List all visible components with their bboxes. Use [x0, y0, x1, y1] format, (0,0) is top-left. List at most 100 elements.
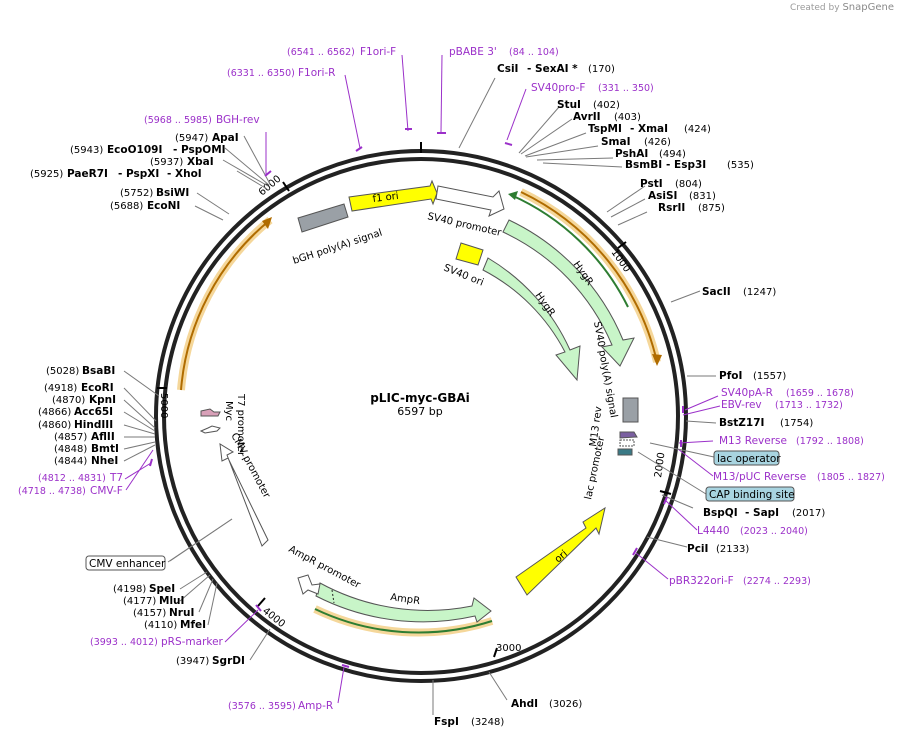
primer-sv40pro-f: SV40pro-F: [531, 82, 585, 94]
site-econi: EcoNI: [147, 200, 180, 212]
cmv-enhancer-label: CMV enhancer: [89, 558, 166, 570]
boxed-leader-lines: [167, 442, 715, 563]
cmv-arrowhead: [262, 217, 272, 229]
site-mlui: MluI: [159, 595, 184, 607]
t7-promoter-feature[interactable]: [199, 425, 221, 434]
site-pspxi: - PspXI: [118, 168, 159, 180]
site-ahdi-pos: (3026): [549, 699, 582, 710]
site-pspxi-name: PspXI: [126, 168, 159, 180]
cap-site-feature[interactable]: [617, 448, 633, 456]
hygr-feature-inner[interactable]: [482, 257, 581, 382]
site-pfoi: PfoI: [719, 370, 742, 382]
site-bspqi: BspQI: [703, 507, 738, 519]
primer-marks: [149, 128, 684, 668]
bgh-polya-feature[interactable]: [297, 203, 349, 233]
primer-f1ori-r-range: (6331 .. 6350): [227, 68, 295, 79]
site-ecori-pos: (4918): [44, 383, 77, 394]
primer-bgh-rev: BGH-rev: [216, 114, 260, 126]
sv40-ori-feature[interactable]: [455, 242, 484, 266]
lac-operator-feature[interactable]: [619, 439, 635, 447]
ampr-promoter-label: AmpR promoter: [287, 544, 363, 591]
primer-amp-r: Amp-R: [298, 700, 333, 712]
site-apai: ApaI: [212, 132, 239, 144]
ampr-promoter-feature[interactable]: [297, 574, 321, 595]
bgh-polya-label: bGH poly(A) signal: [292, 228, 384, 267]
site-avrii-pos: (403): [614, 112, 641, 123]
primer-leader-lines: [124, 54, 721, 704]
ori-feature[interactable]: [515, 506, 606, 596]
site-bstz17i-pos: (1754): [780, 418, 813, 429]
site-sgrdi: SgrDI: [212, 655, 245, 667]
site-hindiii-pos: (4860): [38, 420, 71, 431]
site-sacii: SacII: [702, 286, 731, 298]
primer-f1ori-f: F1ori-F: [360, 46, 396, 58]
tick-label-5000: 5000: [158, 393, 169, 418]
cap-binding-box: [705, 486, 795, 502]
primer-prs-marker-range: (3993 .. 4012): [90, 637, 158, 648]
site-nrui: NruI: [169, 607, 194, 619]
site-pcii: PciI: [687, 543, 708, 555]
site-sacii-pos: (1247): [743, 287, 776, 298]
cmv-promoter-feature[interactable]: [219, 443, 269, 547]
plasmid-size: 6597 bp: [397, 405, 443, 418]
primer-ebv-rev: EBV-rev: [721, 399, 762, 411]
site-pfoi-pos: (1557): [753, 371, 786, 382]
f1-ori-feature[interactable]: [348, 179, 438, 212]
branding: Created by SnapGene: [790, 2, 894, 13]
snapgene-logo: SnapGene: [842, 2, 894, 13]
primer-amp-r-range: (3576 .. 3595): [228, 701, 296, 712]
site-asisi-pos: (831): [689, 191, 716, 202]
site-apai-pos: (5947): [175, 133, 208, 144]
hygr-orange-arrow: [520, 191, 658, 363]
lac-promoter-label: lac promoter: [583, 435, 607, 501]
site-stui: StuI: [557, 99, 581, 111]
primer-sv40pro-f-range: (331 .. 350): [598, 83, 654, 94]
green-arrowhead: [508, 191, 518, 200]
primer-labels: pBABE 3' (84 .. 104) SV40pro-F (331 .. 3…: [18, 46, 885, 712]
sv40-polya-feature[interactable]: [622, 397, 639, 423]
primer-m13-reverse-range: (1792 .. 1808): [796, 436, 864, 447]
site-bspqi-pos: (2017): [792, 508, 825, 519]
site-esp3i: - Esp3I: [666, 159, 706, 171]
cmv-arrow-halo: [177, 216, 273, 391]
primer-t7-range: (4812 .. 4831): [38, 473, 106, 484]
site-sexai: - SexAI *: [527, 63, 578, 75]
myc-label: Myc: [223, 401, 234, 421]
site-mfei: MfeI: [180, 619, 206, 631]
m13-rev-feature[interactable]: [619, 431, 638, 439]
plasmid-name: pLIC-myc-GBAi: [370, 391, 470, 405]
site-xbai: XbaI: [187, 156, 214, 168]
site-rsrii-pos: (875): [698, 203, 725, 214]
site-sapi-name: SapI: [753, 507, 779, 519]
myc-tag-feature[interactable]: [200, 408, 221, 417]
primer-ebv-rev-range: (1713 .. 1732): [775, 400, 843, 411]
site-kpni-pos: (4870): [52, 395, 85, 406]
ampr-feature[interactable]: [315, 582, 492, 623]
site-sexai-name: SexAI *: [535, 63, 578, 75]
primer-bgh-rev-range: (5968 .. 5985): [144, 115, 212, 126]
cap-binding-label: CAP binding site: [709, 489, 795, 501]
site-xhoi-name: XhoI: [175, 168, 202, 180]
primer-f1ori-r: F1ori-R: [298, 67, 335, 79]
site-bsmbi-pos: (535): [727, 160, 754, 171]
hygr-feature-outer[interactable]: [502, 219, 635, 367]
primer-l4440-range: (2023 .. 2040): [740, 526, 808, 537]
site-hindiii: HindIII: [74, 419, 113, 431]
site-nhei: NheI: [91, 455, 118, 467]
primer-l4440: L4440: [697, 525, 730, 537]
site-rsrii: RsrII: [658, 202, 685, 214]
site-smai-pos: (426): [644, 137, 671, 148]
backbone-inner: [162, 157, 680, 675]
site-xmai-name: XmaI: [638, 123, 668, 135]
site-ecoo109i-pos: (5943): [70, 145, 103, 156]
site-aflii: AflII: [91, 431, 115, 443]
created-by-text: Created by: [790, 3, 840, 13]
site-ahdi: AhdI: [511, 698, 538, 710]
site-asisi: AsiSI: [648, 190, 677, 202]
site-smai: SmaI: [601, 136, 631, 148]
sv40-promoter-feature[interactable]: [435, 185, 505, 217]
site-pspomi-name: PspOMI: [181, 144, 226, 156]
site-acc65i: Acc65I: [74, 406, 113, 418]
primer-sv40pa-r: SV40pA-R: [721, 387, 773, 399]
site-sapi: - SapI: [745, 507, 779, 519]
